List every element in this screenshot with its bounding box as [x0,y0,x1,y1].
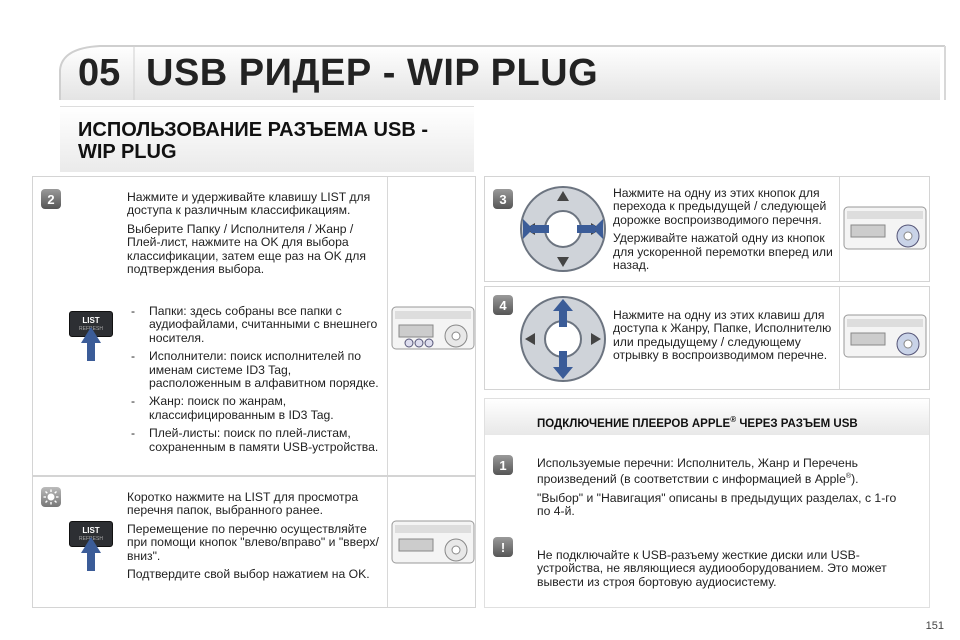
list-item: Жанр: поиск по жанрам, классифицированны… [127,395,383,422]
apple-text: Используемые перечни: Исполнитель, Жанр … [537,456,897,524]
step2-list: Папки: здесь собраны все папки с аудиофа… [127,304,383,459]
list-key-label: LIST [82,316,100,325]
step3-text: Нажмите на одну из этих кнопок для перех… [613,186,835,277]
tip-paragraph-3: Подтвердите свой выбор нажатием на OK. [127,567,370,582]
list-item: Плей-листы: поиск по плей-листам, сохран… [127,427,383,454]
apple-title-box [485,399,929,435]
list-key-label: LIST [82,526,100,535]
page-title: USB РИДЕР - WIP PLUG [146,52,599,94]
section-title-box: ИСПОЛЬЗОВАНИЕ РАЗЪЕМА USB - WIP PLUG [60,106,474,172]
registered-mark: ® [845,473,852,481]
tip-panel: Коротко нажмите на LIST для просмотра пе… [32,476,476,608]
radio-panel-icon [391,520,475,564]
step2-panel: 2 Нажмите и удерживайте клавишу LIST для… [32,176,476,476]
page-number: 151 [925,620,944,632]
tip-text: Коротко нажмите на LIST для просмотра пе… [127,490,383,586]
apple-title-text: ПОДКЛЮЧЕНИЕ ПЛЕЕРОВ APPLE [537,417,731,430]
apple-text-1a: Используемые перечни: Исполнитель, Жанр … [537,456,858,487]
navigation-ring-icon [520,186,606,272]
step3-paragraph-2: Удерживайте нажатой одну из кнопок для у… [613,231,833,273]
step3-panel: 3 Нажмите на одну из этих кнопок для пер… [484,176,930,282]
step3-paragraph-1: Нажмите на одну из этих кнопок для перех… [613,186,827,227]
step-badge-2: 2 [41,189,61,209]
arrow-stem [87,553,95,571]
chapter-number: 05 [78,52,121,94]
apple-text-1b: ). [851,472,859,487]
step-badge-3: 3 [493,189,513,209]
panel-divider [839,287,840,389]
step-badge-4: 4 [493,295,513,315]
navigation-ring-icon [520,296,606,382]
warning-icon: ! [493,537,513,557]
apple-section-title: ПОДКЛЮЧЕНИЕ ПЛЕЕРОВ APPLE® ЧЕРЕЗ РАЗЪЕМ … [537,415,858,430]
step2-paragraph-2: Выберите Папку / Исполнителя / Жанр / Пл… [127,221,366,277]
apple-panel: ПОДКЛЮЧЕНИЕ ПЛЕЕРОВ APPLE® ЧЕРЕЗ РАЗЪЕМ … [484,398,930,608]
step4-paragraph-1: Нажмите на одну из этих клавиш для досту… [613,308,832,363]
arrow-stem [87,343,95,361]
lightbulb-icon [41,487,61,507]
step4-panel: 4 Нажмите на одну из этих клавиш для дос… [484,286,930,390]
arrow-up-icon [81,537,101,553]
radio-panel-icon [391,306,475,350]
step4-text: Нажмите на одну из этих клавиш для досту… [613,308,835,368]
apple-paragraph-1: Используемые перечни: Исполнитель, Жанр … [537,456,897,487]
panel-divider [387,477,388,607]
warning-paragraph: Не подключайте к USB-разъему жесткие дис… [537,548,887,589]
radio-panel-icon [843,206,927,250]
section-title: ИСПОЛЬЗОВАНИЕ РАЗЪЕМА USB - WIP PLUG [78,119,428,163]
step2-text: Нажмите и удерживайте клавишу LIST для д… [127,190,383,281]
list-item: Папки: здесь собраны все папки с аудиофа… [127,304,383,345]
step-badge-1: 1 [493,455,513,475]
radio-panel-icon [843,314,927,358]
apple-title-text-end: ЧЕРЕЗ РАЗЪЕМ USB [736,417,858,430]
step2-paragraph-1: Нажмите и удерживайте клавишу LIST для д… [127,190,371,218]
header-decoration [59,45,946,100]
arrow-up-icon [81,327,101,343]
page-header: 05 USB РИДЕР - WIP PLUG [0,0,960,100]
tip-paragraph-2: Перемещение по перечню осуществляйте при… [127,521,379,563]
list-item: Исполнители: поиск исполнителей по имена… [127,349,383,390]
registered-mark: ® [730,415,737,424]
warning-text: Не подключайте к USB-разъему жесткие дис… [537,548,917,594]
panel-divider [839,177,840,281]
panel-divider [387,177,388,475]
apple-paragraph-2: "Выбор" и "Навигация" описаны в предыдущ… [537,490,897,519]
tip-paragraph-1: Коротко нажмите на LIST для просмотра пе… [127,490,359,518]
